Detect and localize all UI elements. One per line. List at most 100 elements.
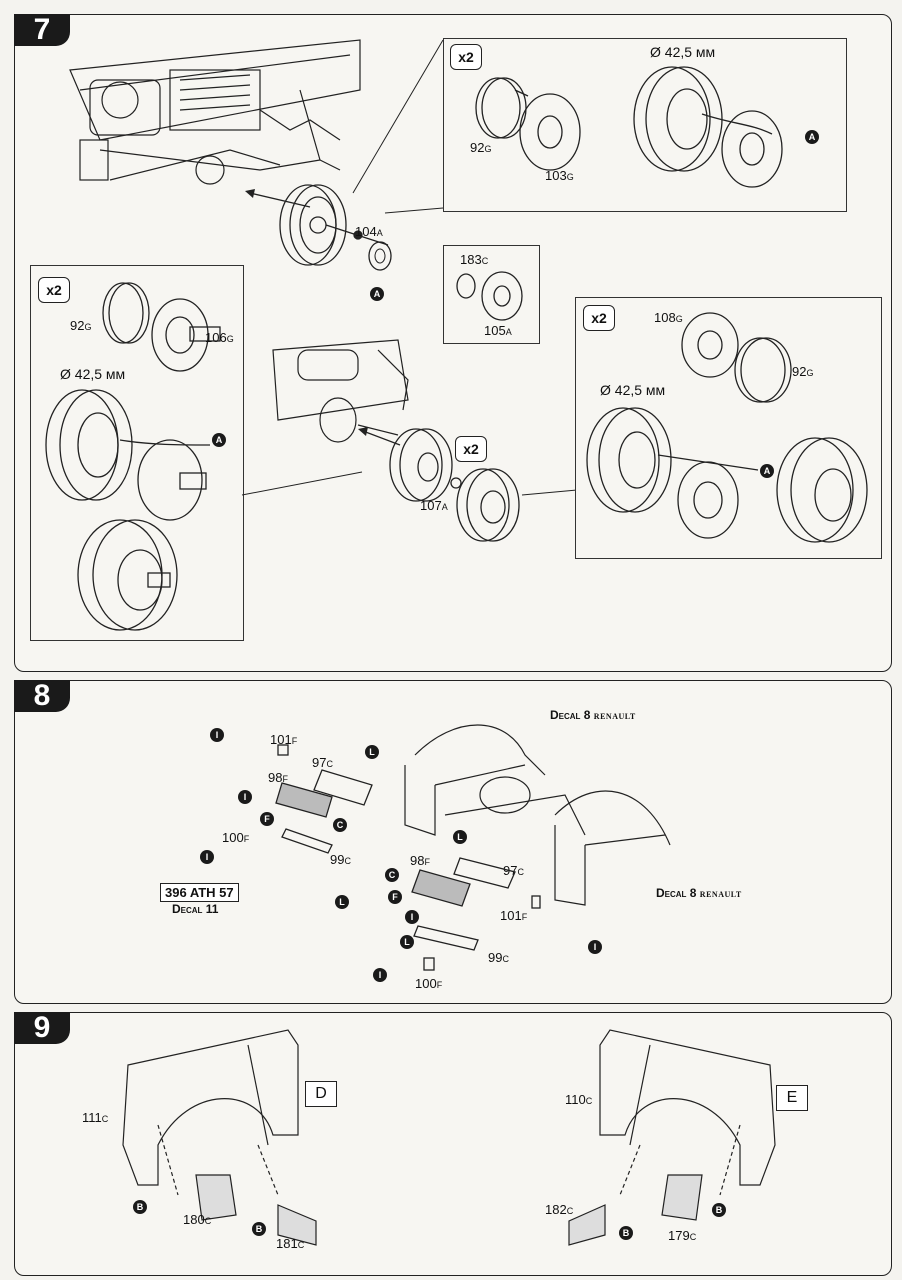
part-number: 104 (355, 224, 377, 239)
part-sprue: C (689, 1232, 697, 1242)
rear-axle-arrow (358, 427, 401, 446)
part-number: 105 (484, 323, 506, 338)
marker-i: I (373, 968, 387, 982)
rear-tyre-right-drawing (586, 407, 868, 543)
quantity-x2: x2 (583, 305, 615, 331)
marker-l: L (335, 895, 349, 909)
step-9-panel (14, 1012, 892, 1276)
diameter-label: Ø 42,5 мм (650, 44, 716, 60)
rear-chassis-drawing (272, 339, 409, 443)
part-number: 99 (330, 852, 345, 867)
box-e: E (776, 1085, 808, 1111)
chassis-front-drawing (69, 39, 361, 185)
part-sprue: F (282, 774, 288, 784)
part-sprue: F (424, 857, 430, 867)
part-number: 180 (183, 1212, 205, 1227)
label-108: 108G (654, 310, 683, 325)
front-axle-arrow (245, 189, 311, 208)
part-sprue: C (585, 1096, 593, 1106)
label-92: 92G (470, 140, 491, 155)
callout-lines (241, 471, 578, 496)
part-number: 111 (82, 1110, 102, 1125)
part-number: 103 (545, 168, 567, 183)
rear-fender-assembly-drawing (404, 724, 671, 906)
part-sprue: F (243, 834, 250, 844)
part-sprue: G (84, 322, 92, 332)
step-8-panel (14, 680, 892, 1004)
label-110: 110C (565, 1092, 592, 1107)
marker-b: B (712, 1203, 726, 1217)
light-parts-right-drawing (411, 857, 541, 951)
part-number: 182 (545, 1202, 567, 1217)
subassembly-rear-right (575, 297, 882, 559)
part-sprue: A (441, 502, 448, 512)
callout-lines (352, 39, 444, 214)
marker-l: L (365, 745, 379, 759)
marker-f: F (260, 812, 274, 826)
part-number: 92 (470, 140, 485, 155)
marker-a: A (805, 130, 819, 144)
rear-tyre-left-drawing (45, 389, 211, 631)
label-101: 101F (270, 732, 297, 747)
label-101: 101F (500, 908, 527, 923)
hub-cap-small (368, 241, 392, 271)
label-180: 180C (183, 1212, 211, 1227)
subassembly-front-rims (443, 38, 847, 212)
part-number: 107 (420, 498, 442, 513)
part-sprue: A (505, 327, 512, 337)
part-number: 100 (222, 830, 244, 845)
label-92: 92G (70, 318, 91, 333)
part-number: 110 (565, 1092, 586, 1107)
marker-b: B (619, 1226, 633, 1240)
label-100: 100F (415, 976, 442, 991)
part-sprue: A (376, 228, 383, 238)
hub-cap-parts (456, 271, 523, 321)
label-97: 97C (312, 755, 333, 770)
marker-i: I (238, 790, 252, 804)
marker-b: B (133, 1200, 147, 1214)
label-98: 98F (268, 770, 288, 785)
part-sprue: G (226, 334, 234, 344)
label-111: 111C (82, 1110, 108, 1125)
label-106: 106G (205, 330, 234, 345)
part-sprue: F (436, 980, 443, 990)
marker-f: F (388, 890, 402, 904)
decal-11-label: Decal 11 (172, 902, 219, 916)
marker-b: B (252, 1222, 266, 1236)
quantity-x2: x2 (38, 277, 70, 303)
license-plate-decal: 396 ATH 57 (160, 883, 239, 902)
label-99: 99C (330, 852, 351, 867)
part-sprue: F (521, 912, 528, 922)
diameter-label: Ø 42,5 мм (60, 366, 126, 382)
diameter-label: Ø 42,5 мм (600, 382, 666, 398)
part-number: 181 (276, 1236, 298, 1251)
part-sprue: C (101, 1114, 109, 1124)
fender-d-drawing (122, 1029, 317, 1246)
part-sprue: C (481, 256, 489, 266)
step-9-number: 9 (14, 1011, 70, 1044)
label-103: 103G (545, 168, 574, 183)
label-183: 183C (460, 252, 488, 267)
part-number: 183 (460, 252, 482, 267)
marker-i: I (588, 940, 602, 954)
front-tyre-drawing (633, 66, 783, 188)
part-sprue: C (297, 1240, 305, 1250)
part-sprue: C (204, 1216, 212, 1226)
label-98: 98F (410, 853, 430, 868)
label-107: 107A (420, 498, 448, 513)
part-number: 101 (270, 732, 292, 747)
step-8-number: 8 (14, 679, 70, 712)
quantity-x2: x2 (455, 436, 487, 462)
marker-i: I (405, 910, 419, 924)
part-number: 99 (488, 950, 503, 965)
quantity-x2: x2 (450, 44, 482, 70)
part-number: 101 (500, 908, 522, 923)
part-number: 98 (268, 770, 283, 785)
part-number: 92 (792, 364, 807, 379)
part-sprue: G (675, 314, 683, 324)
label-100: 100F (222, 830, 249, 845)
renault-logo-text: RENAULT (593, 712, 636, 721)
part-sprue: C (517, 867, 524, 877)
part-number: 98 (410, 853, 425, 868)
box-d: D (305, 1081, 337, 1107)
